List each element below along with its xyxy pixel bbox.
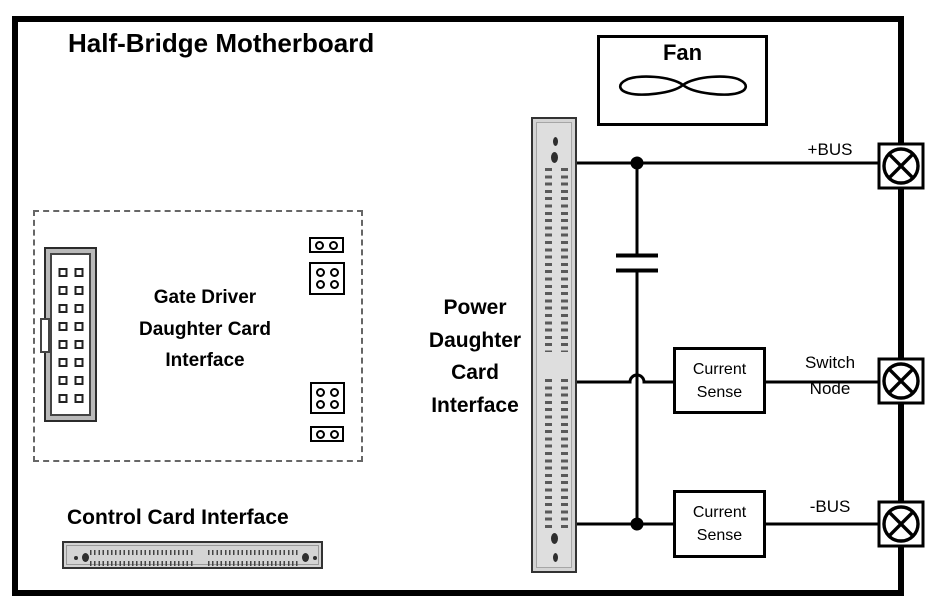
net-label-plus-bus: +BUS: [807, 140, 853, 159]
idc-polarization-notch: [40, 318, 50, 353]
pin: [58, 358, 67, 367]
pin: [316, 387, 325, 397]
pin-column: [561, 379, 568, 531]
pin: [74, 340, 83, 349]
jumper-header-2pin: [309, 237, 344, 253]
control-card-interface-label: Control Card Interface: [67, 506, 289, 529]
jumper-header-4pin: [310, 382, 345, 414]
fan-box: Fan: [597, 35, 768, 126]
mounting-hole: [551, 152, 558, 163]
pin: [58, 394, 67, 403]
mounting-hole: [553, 553, 558, 562]
pin: [58, 322, 67, 331]
power-interface-label: Power Daughter Card Interface: [428, 296, 522, 417]
page-title: Half-Bridge Motherboard: [68, 28, 375, 58]
pin: [315, 280, 325, 289]
mounting-hole: [313, 556, 317, 560]
pin: [58, 286, 67, 295]
pin: [330, 399, 339, 409]
pin: [58, 268, 67, 277]
pin-column: [545, 379, 552, 531]
pin: [74, 304, 83, 313]
pin: [74, 394, 83, 403]
control-connector-body: [66, 545, 319, 566]
pin: [74, 322, 83, 331]
pin-column: [545, 168, 552, 352]
idc-pin-grid: [58, 268, 83, 403]
pin: [329, 280, 339, 289]
pin: [315, 429, 325, 439]
pin: [315, 268, 325, 277]
pin: [58, 340, 67, 349]
pin: [315, 240, 324, 250]
power-connector-body: [536, 122, 572, 568]
fan-label: Fan: [662, 40, 703, 65]
current-sense-block-top: Current Sense: [673, 347, 766, 414]
mounting-hole: [553, 137, 558, 146]
jumper-header-4pin: [309, 262, 345, 295]
pin: [329, 268, 339, 277]
current-sense-block-bottom: Current Sense: [673, 490, 766, 558]
gate-driver-idc-connector: [40, 247, 97, 422]
idc-connector-cavity: [50, 253, 91, 416]
pin: [316, 399, 325, 409]
fan-blades-icon: [618, 75, 747, 96]
pin: [58, 376, 67, 385]
gate-driver-region-outline: [33, 210, 363, 462]
control-card-connector: [62, 541, 323, 569]
mounting-hole: [74, 556, 78, 560]
net-label-switch-node: Switch Node: [804, 353, 856, 398]
power-daughter-card-connector: [531, 117, 577, 573]
pin: [329, 240, 338, 250]
pin: [74, 376, 83, 385]
jumper-header-2pin: [310, 426, 344, 442]
mounting-hole: [82, 553, 89, 562]
pin-row-group: [208, 550, 300, 566]
pin: [74, 358, 83, 367]
pin: [58, 304, 67, 313]
pin-row-group: [90, 550, 193, 566]
net-label-minus-bus: -BUS: [809, 497, 851, 516]
gate-driver-interface-label: Gate Driver Daughter Card Interface: [139, 287, 271, 371]
pin-column: [561, 168, 568, 352]
pin: [74, 268, 83, 277]
pin: [329, 429, 339, 439]
pin: [330, 387, 339, 397]
mounting-hole: [302, 553, 309, 562]
pin: [74, 286, 83, 295]
mounting-hole: [551, 533, 558, 544]
